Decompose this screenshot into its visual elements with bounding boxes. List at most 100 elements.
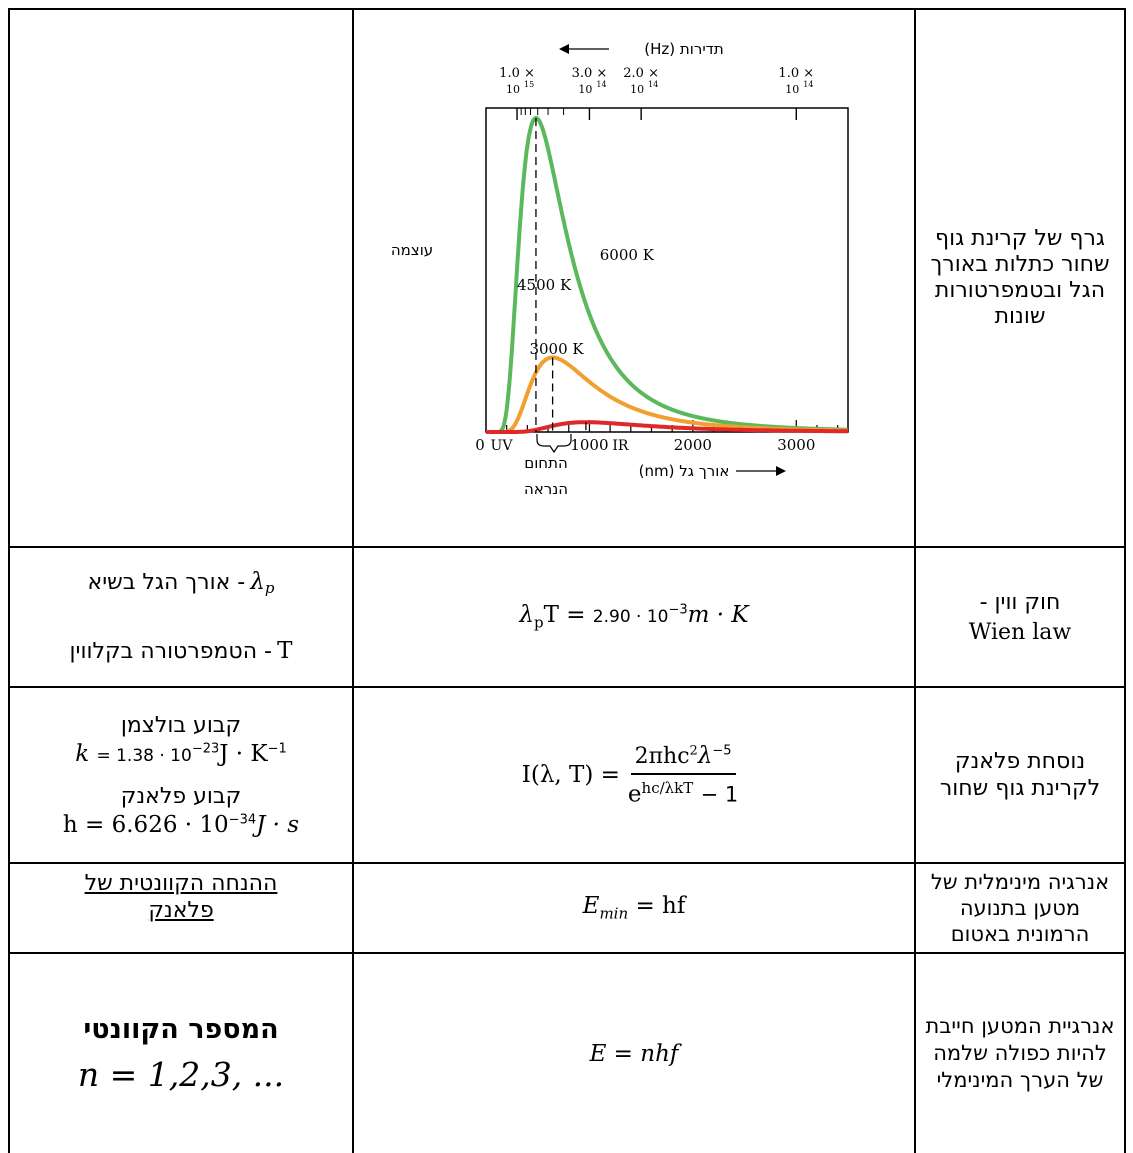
planck-den-e: e bbox=[627, 781, 642, 808]
table-border-top bbox=[8, 8, 1126, 10]
top-axis-arrowhead bbox=[559, 44, 569, 54]
planck-lhs: I(λ, T) = bbox=[521, 762, 620, 788]
top-tick-exp: 10 bbox=[578, 83, 592, 96]
table-border-left bbox=[8, 8, 10, 1153]
uv-label: UV bbox=[491, 438, 514, 454]
top-tick-pow: 14 bbox=[803, 80, 813, 89]
top-tick-exp: 10 bbox=[785, 83, 799, 96]
planck-num-lambda: λ bbox=[697, 742, 713, 769]
top-tick-label: 3.0 × bbox=[572, 66, 608, 81]
wien-law-english: Wien law bbox=[968, 620, 1072, 645]
top-tick-pow: 15 bbox=[524, 80, 534, 89]
planck-const-num: h = 6.626 · 10 bbox=[62, 812, 229, 838]
min-energy-formula: Emin = hf bbox=[583, 893, 686, 923]
planck-formula: I(λ, T) = 2πhc2λ−5 ehc/λkT − 1 bbox=[522, 743, 746, 808]
wien-note-T: T - הטמפרטורה בקלווין bbox=[70, 638, 293, 665]
series-label-3000k: 3000 K bbox=[529, 340, 584, 358]
planck-num-sup1: 2 bbox=[689, 743, 698, 759]
wien-exponent: −3 bbox=[668, 602, 688, 618]
series-label-4500k: 4500 K bbox=[517, 276, 572, 294]
top-tick-label: 1.0 × bbox=[499, 66, 535, 81]
row5-topic: אנרגיית המטען חייבת להיות כפולה שלמה של … bbox=[916, 954, 1124, 1153]
min-energy-sub: min bbox=[599, 904, 629, 923]
table-row-divider-3 bbox=[8, 862, 1126, 864]
wien-law-hebrew: חוק ווין - bbox=[979, 590, 1061, 615]
boltzmann-unit: J · K bbox=[219, 741, 268, 767]
planck-num-text: 2πhc bbox=[634, 743, 690, 769]
ir-label: IR bbox=[612, 438, 629, 454]
wien-lambda: λ bbox=[519, 602, 534, 629]
visible-range-bracket bbox=[536, 434, 572, 454]
visible-region-label-line2: הנראה bbox=[524, 480, 568, 498]
curve-3000k bbox=[486, 420, 848, 434]
note-T-sym: T bbox=[277, 637, 293, 664]
peak-lines bbox=[535, 118, 587, 432]
curve-4500k bbox=[486, 355, 848, 434]
boltzmann-label: קבוע בולצמן bbox=[120, 713, 242, 738]
curve-6000k bbox=[486, 115, 848, 434]
boltzmann-num: = 1.38 · 10 bbox=[96, 746, 192, 766]
min-energy-topic: אנרגיה מינימלית של מטען בתנועה הרמונית ב… bbox=[930, 870, 1110, 946]
y-axis-label: עוצמה bbox=[391, 241, 433, 259]
boltzmann-sym: k bbox=[75, 741, 90, 767]
quantum-number-values: n = 1,2,3, ... bbox=[77, 1054, 285, 1094]
boltzmann-value: k = 1.38 · 10−23J · K−1 bbox=[75, 741, 287, 767]
planck-fraction: 2πhc2λ−5 ehc/λkT − 1 bbox=[624, 743, 742, 808]
table-border-right bbox=[1124, 8, 1126, 1153]
quantum-number-label: המספר הקוונטי bbox=[83, 1013, 279, 1045]
visible-region-label: התחום bbox=[524, 454, 568, 472]
top-tick-label: 2.0 × bbox=[623, 66, 659, 81]
row2-notes: λp - אורך הגל בשיא T - הטמפרטורה בקלווין bbox=[10, 548, 352, 686]
row1-topic-text: גרף של קרינת גוף שחור כתלות באורך הגל וב… bbox=[930, 226, 1110, 329]
note-lambda-sub: p bbox=[264, 579, 275, 598]
row1-topic: גרף של קרינת גוף שחור כתלות באורך הגל וב… bbox=[916, 10, 1124, 546]
row5-formula: E = nhf bbox=[354, 954, 914, 1153]
table-row-divider-4 bbox=[8, 952, 1126, 954]
table-border-col2 bbox=[914, 8, 916, 1153]
x-tick-label: 3000 bbox=[777, 436, 815, 454]
x-axis-arrowhead bbox=[776, 466, 786, 476]
boltzmann-exp: −23 bbox=[191, 741, 220, 757]
planck-denominator: ehc/λkT − 1 bbox=[624, 775, 742, 808]
top-tick-exp: 10 bbox=[506, 83, 520, 96]
wien-lambda-sub: p bbox=[533, 613, 544, 632]
top-tick-exp: 10 bbox=[630, 83, 644, 96]
quantized-energy-formula: E = nhf bbox=[589, 1040, 679, 1067]
min-energy-E: E bbox=[582, 893, 600, 920]
row3-notes: קבוע בולצמן k = 1.38 · 10−23J · K−1 קבוע… bbox=[10, 688, 352, 862]
top-minor-ticks bbox=[520, 108, 565, 115]
wien-T-eq: T = bbox=[543, 602, 593, 629]
table-row-divider-2 bbox=[8, 686, 1126, 688]
table-row-divider-1 bbox=[8, 546, 1126, 548]
planck-topic-text: נוסחת פלאנק לקרינת גוף שחור bbox=[939, 749, 1101, 801]
note-lambda-text: - אורך הגל בשיא bbox=[87, 570, 246, 596]
note-T-text: - הטמפרטורה בקלווין bbox=[69, 638, 272, 664]
x-axis-label: אורך גל (nm) bbox=[639, 462, 730, 480]
energy-multiple-topic: אנרגיית המטען חייבת להיות כפולה שלמה של … bbox=[925, 1014, 1115, 1092]
row4-topic: אנרגיה מינימלית של מטען בתנועה הרמונית ב… bbox=[916, 864, 1124, 952]
x-tick-label: 1000 bbox=[570, 436, 608, 454]
top-axis-label: תדירות (Hz) bbox=[644, 40, 723, 58]
planck-const-label: קבוע פלאנק bbox=[120, 784, 242, 809]
planck-num-sup2: −5 bbox=[712, 743, 732, 759]
row3-topic: נוסחת פלאנק לקרינת גוף שחור bbox=[916, 688, 1124, 862]
planck-const-value: h = 6.626 · 10−34J · s bbox=[63, 812, 299, 838]
table-border-col1 bbox=[352, 8, 354, 1153]
planck-numerator: 2πhc2λ−5 bbox=[630, 742, 736, 775]
planck-den-exp: hc/λkT bbox=[641, 778, 694, 797]
wien-unit: m · K bbox=[687, 602, 749, 629]
row4-notes: ההנחה הקוונטית של פלאנק bbox=[10, 864, 352, 952]
series-label-group: 6000 K 4500 K 3000 K bbox=[517, 246, 655, 358]
top-tick-label: 1.0 × bbox=[778, 66, 814, 81]
planck-const-exp: −34 bbox=[228, 812, 257, 828]
series-label-6000k: 6000 K bbox=[600, 246, 655, 264]
row3-formula: I(λ, T) = 2πhc2λ−5 ehc/λkT − 1 bbox=[354, 688, 914, 862]
x-tick-label: 0 bbox=[475, 436, 485, 454]
row2-formula: λpT = 2.90 · 10−3m · K bbox=[354, 548, 914, 686]
wien-note-lambda: λp - אורך הגל בשיא bbox=[87, 569, 274, 597]
row2-topic: חוק ווין - Wien law bbox=[916, 548, 1124, 686]
wien-formula: λpT = 2.90 · 10−3m · K bbox=[519, 602, 748, 632]
